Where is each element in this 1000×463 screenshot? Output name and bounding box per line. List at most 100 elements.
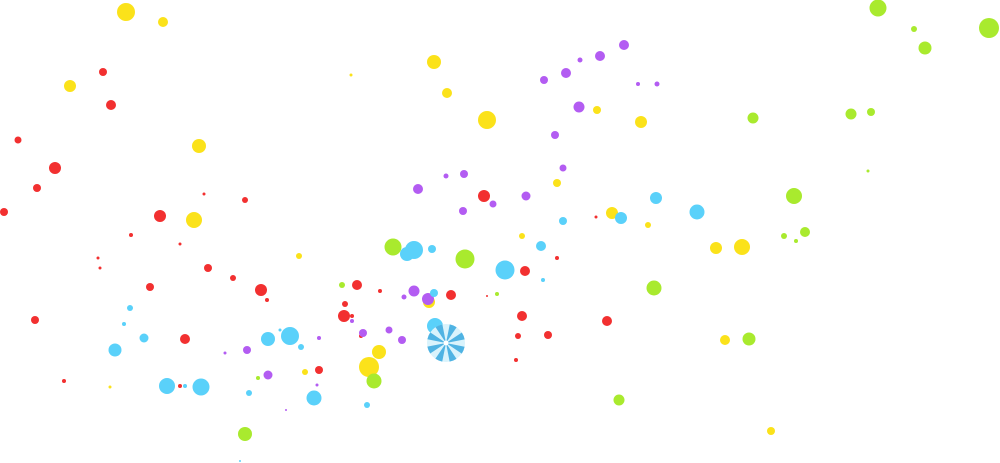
- confetti-dot-red: [33, 184, 41, 192]
- confetti-dot-purple: [595, 51, 605, 61]
- confetti-dot-yellow: [710, 242, 722, 254]
- confetti-dot-red: [106, 100, 116, 110]
- confetti-dot-yellow: [553, 179, 561, 187]
- confetti-dot-green: [781, 233, 787, 239]
- confetti-dot-green: [911, 26, 917, 32]
- confetti-dot-blue: [122, 322, 126, 326]
- confetti-dot-purple: [422, 293, 434, 305]
- confetti-dot-blue: [281, 327, 299, 345]
- confetti-dot-yellow: [117, 3, 135, 21]
- confetti-dot-red: [378, 289, 382, 293]
- confetti-dot-blue: [127, 305, 133, 311]
- confetti-dot-blue: [559, 217, 567, 225]
- confetti-dot-red: [99, 68, 107, 76]
- confetti-dot-red: [255, 284, 267, 296]
- confetti-dot-yellow: [734, 239, 750, 255]
- confetti-dot-yellow: [158, 17, 168, 27]
- confetti-dot-purple: [443, 173, 449, 179]
- confetti-dot-yellow: [186, 212, 202, 228]
- confetti-dot-red: [0, 208, 8, 216]
- confetti-dot-purple: [350, 319, 354, 323]
- pinwheel-segment: [446, 343, 457, 362]
- confetti-dot-red: [602, 316, 612, 326]
- confetti-dot-red: [352, 280, 362, 290]
- confetti-dot-green: [339, 282, 345, 288]
- confetti-dot-red: [204, 264, 212, 272]
- confetti-dot-red: [98, 266, 102, 270]
- confetti-dot-purple: [577, 57, 583, 63]
- confetti-dot-green: [455, 249, 475, 269]
- confetti-dot-yellow: [635, 116, 647, 128]
- confetti-dot-blue: [159, 378, 175, 394]
- confetti-dot-yellow: [606, 207, 618, 219]
- confetti-dot-blue: [428, 245, 436, 253]
- confetti-dot-purple: [223, 351, 227, 355]
- confetti-dot-yellow: [720, 335, 730, 345]
- confetti-dot-purple: [359, 329, 367, 337]
- confetti-dot-red: [242, 197, 248, 203]
- confetti-dot-purple: [573, 101, 585, 113]
- confetti-dot-yellow: [349, 73, 353, 77]
- confetti-dot-purple: [285, 409, 287, 411]
- confetti-dot-red: [96, 256, 100, 260]
- confetti-dot-red: [515, 333, 521, 339]
- pinwheel-segment: [446, 324, 457, 343]
- confetti-dot-yellow: [64, 80, 76, 92]
- confetti-dot-red: [49, 162, 61, 174]
- confetti-dot-red: [486, 295, 488, 297]
- confetti-dot-green: [979, 18, 999, 38]
- confetti-dot-red: [180, 334, 190, 344]
- confetti-dot-purple: [521, 191, 531, 201]
- confetti-dot-purple: [263, 370, 273, 380]
- pinwheel-segment: [446, 343, 465, 354]
- confetti-dot-yellow: [302, 369, 308, 375]
- confetti-dot-green: [867, 108, 875, 116]
- confetti-dot-red: [146, 283, 154, 291]
- confetti-dot-blue: [536, 241, 546, 251]
- confetti-dot-red: [178, 242, 182, 246]
- confetti-dot-blue: [261, 332, 275, 346]
- confetti-dot-red: [544, 331, 552, 339]
- confetti-dot-yellow: [478, 111, 496, 129]
- confetti-dot-green: [384, 238, 402, 256]
- confetti-dot-blue: [192, 378, 210, 396]
- confetti-dot-green: [366, 373, 382, 389]
- pinwheel-segment: [427, 332, 446, 343]
- confetti-dot-green: [495, 292, 499, 296]
- confetti-dot-yellow: [372, 345, 386, 359]
- confetti-dot-blue: [306, 390, 322, 406]
- confetti-dot-yellow: [108, 385, 112, 389]
- confetti-dot-red: [154, 210, 166, 222]
- confetti-dot-red: [338, 310, 350, 322]
- confetti-dot-blue: [689, 204, 705, 220]
- confetti-dot-purple: [559, 164, 567, 172]
- confetti-dot-purple: [401, 294, 407, 300]
- confetti-dot-purple: [315, 383, 319, 387]
- confetti-dot-red: [350, 314, 354, 318]
- confetti-dot-red: [14, 136, 22, 144]
- confetti-dot-blue: [615, 212, 627, 224]
- confetti-dot-red: [594, 215, 598, 219]
- confetti-dot-purple: [561, 68, 571, 78]
- confetti-dot-blue: [298, 344, 304, 350]
- confetti-dot-red: [517, 311, 527, 321]
- confetti-dot-purple: [408, 285, 420, 297]
- confetti-dot-green: [845, 108, 857, 120]
- confetti-dot-yellow: [442, 88, 452, 98]
- confetti-dot-red: [230, 275, 236, 281]
- confetti-dot-blue: [495, 260, 515, 280]
- confetti-dot-purple: [636, 82, 640, 86]
- confetti-dot-blue: [650, 192, 662, 204]
- confetti-dot-red: [555, 256, 559, 260]
- confetti-dot-purple: [459, 207, 467, 215]
- confetti-dot-green: [742, 332, 756, 346]
- confetti-dot-green: [747, 112, 759, 124]
- confetti-dot-red: [446, 290, 456, 300]
- confetti-dot-red: [31, 316, 39, 324]
- confetti-dot-red: [62, 379, 66, 383]
- confetti-dot-yellow: [192, 139, 206, 153]
- confetti-dot-red: [478, 190, 490, 202]
- confetti-dot-green: [786, 188, 802, 204]
- confetti-dot-red: [514, 358, 518, 362]
- confetti-dot-purple: [654, 81, 660, 87]
